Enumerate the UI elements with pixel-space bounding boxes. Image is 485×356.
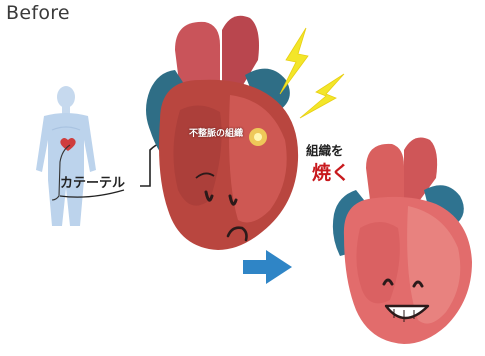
happy-heart-icon xyxy=(333,138,472,344)
arrow-right-icon xyxy=(243,250,292,284)
catheter-label: カテーテル xyxy=(60,172,125,191)
human-body-icon xyxy=(36,86,96,226)
arrhythmia-tissue-label: 不整脈の組織 xyxy=(189,126,243,139)
page-title: Before xyxy=(6,2,70,24)
burn-label: 焼く xyxy=(312,158,350,185)
lightning-icon xyxy=(280,28,344,118)
tissue-label: 組織を xyxy=(306,140,344,159)
